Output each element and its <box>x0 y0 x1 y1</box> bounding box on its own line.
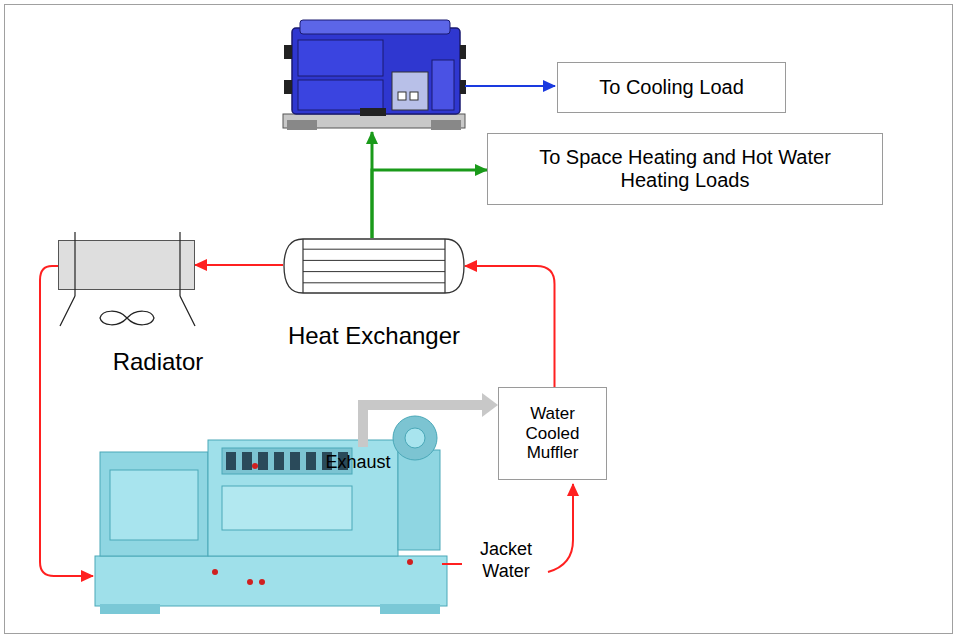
heat-exchanger: Heat Exchanger <box>283 238 465 294</box>
coolant-pipe <box>195 264 283 266</box>
chilled-water-arrow <box>465 85 555 87</box>
jacket-water-label: Jacket Water <box>466 539 546 582</box>
frame <box>5 5 953 634</box>
node-label: Radiator <box>88 348 228 376</box>
node-text: To Space Heating and Hot Water Heating L… <box>524 146 846 192</box>
node-text: Water Cooled Muffler <box>509 404 596 463</box>
jacket-water-line <box>442 563 462 565</box>
coolant-return-line <box>40 266 93 576</box>
node-label: Heat Exchanger <box>253 322 495 350</box>
radiator: Radiator <box>58 240 195 290</box>
engine-illustration <box>95 416 447 614</box>
radiator-shape <box>58 240 195 290</box>
exhaust-label: Exhaust <box>318 452 398 474</box>
exhaust-pipe <box>363 405 484 447</box>
jacket-water-line <box>548 484 573 572</box>
muffler-box: Water Cooled Muffler <box>498 387 607 480</box>
chiller-illustration <box>283 20 466 130</box>
heat-exchanger-shape <box>283 238 465 294</box>
node-text: To Cooling Load <box>599 76 744 99</box>
coolant-pipe <box>465 266 555 387</box>
hot-water-pipe <box>372 170 487 238</box>
load-box: To Space Heating and Hot Water Heating L… <box>487 133 883 205</box>
load-box: To Cooling Load <box>557 62 786 113</box>
exhaust-arrowhead <box>482 393 498 417</box>
